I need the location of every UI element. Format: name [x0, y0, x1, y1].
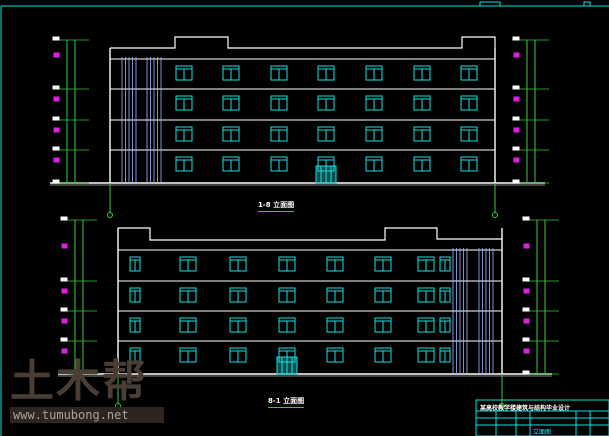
top-elevation-label-text: 1-8 立面图: [258, 201, 295, 209]
level-marker: [523, 243, 530, 249]
level-marker: [523, 318, 530, 324]
level-tag: [512, 36, 520, 41]
level-tag: [60, 337, 68, 342]
axis-bubble: [499, 403, 505, 409]
level-tag: [512, 146, 520, 151]
level-tag: [52, 116, 60, 121]
level-tag: [52, 179, 60, 184]
level-marker: [53, 127, 60, 133]
frame-tab: [479, 1, 501, 7]
bottom-elevation-label-text: 8-1 立面图: [268, 397, 305, 405]
level-tag: [52, 146, 60, 151]
watermark-url: www.tumubong.net: [10, 407, 164, 423]
title-block-title: 某高校教学楼建筑与结构毕业设计: [480, 405, 571, 412]
level-tag: [522, 370, 530, 375]
watermark: 土木帮 www.tumubong.net: [10, 360, 164, 423]
level-tag: [60, 370, 68, 375]
level-tag: [512, 116, 520, 121]
level-tag: [522, 277, 530, 282]
level-marker: [53, 52, 60, 58]
level-marker: [61, 243, 68, 249]
watermark-logo: 土木帮: [10, 356, 148, 407]
level-marker: [513, 157, 520, 163]
frame-tab: [583, 1, 591, 7]
level-marker: [53, 96, 60, 102]
axis-bubble: [107, 212, 113, 218]
level-tag: [512, 85, 520, 90]
level-tag: [522, 307, 530, 312]
level-tag: [60, 216, 68, 221]
level-tag: [52, 36, 60, 41]
level-marker: [513, 96, 520, 102]
level-marker: [523, 348, 530, 354]
level-marker: [61, 348, 68, 354]
level-marker: [523, 288, 530, 294]
level-marker: [53, 157, 60, 163]
level-tag: [60, 277, 68, 282]
level-marker: [61, 318, 68, 324]
axis-bubble: [492, 212, 498, 218]
level-tag: [522, 216, 530, 221]
roof-parapet-outline: [118, 227, 502, 241]
level-tag: [60, 307, 68, 312]
level-tag: [52, 85, 60, 90]
level-tag: [512, 179, 520, 184]
level-marker: [513, 127, 520, 133]
level-marker: [513, 52, 520, 58]
title-block-drawing-name: 立面图: [533, 429, 552, 436]
level-tag: [522, 337, 530, 342]
level-marker: [61, 288, 68, 294]
top-elevation-label: 1-8 立面图: [258, 200, 295, 212]
bottom-elevation-label: 8-1 立面图: [268, 396, 305, 408]
roof-parapet-outline: [110, 36, 496, 49]
